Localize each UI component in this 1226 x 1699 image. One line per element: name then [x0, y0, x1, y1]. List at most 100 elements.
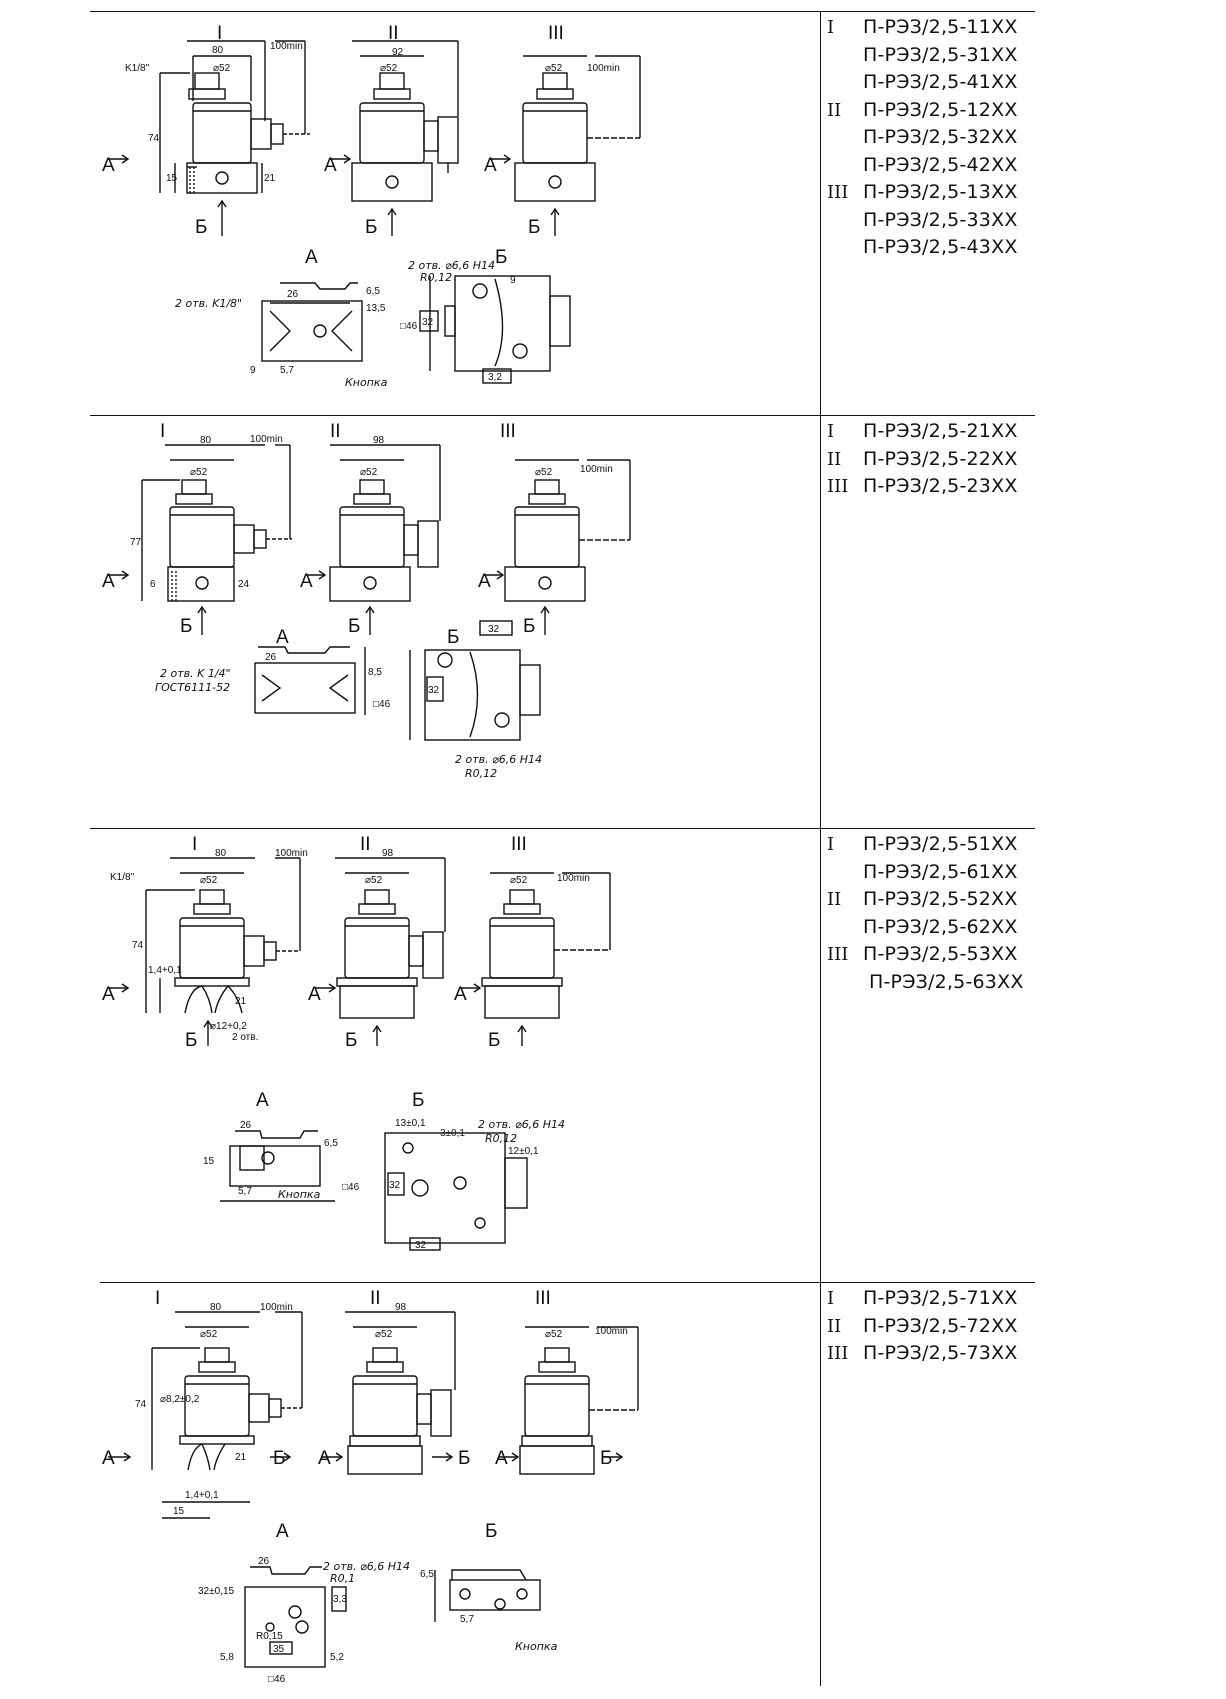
dimension-15: 15 — [173, 1506, 185, 1517]
view-b-arrow-label: Б — [195, 217, 207, 238]
model-row: П-РЭЗ/2,5-41XX — [863, 71, 1018, 93]
detail-a-tolerance: R0,1 — [330, 1572, 355, 1585]
section-3-drawings: I II III 80 100min ⌀52 98 ⌀52 ⌀52 100min… — [90, 828, 820, 1282]
dimension-100min-iii: 100min — [557, 873, 590, 884]
model-row: П-РЭЗ/2,5-32XX — [863, 126, 1018, 148]
detail-b-hole-note: 2 отв. ⌀6,6 H14 — [408, 259, 495, 272]
detail-b-dim-32: 32 — [488, 624, 500, 635]
variant-ii-drawing — [315, 857, 446, 1046]
detail-a-dim-33: 3,3 — [333, 1594, 347, 1605]
variant-ii-drawing — [305, 444, 441, 635]
group-label-iii: III — [548, 23, 564, 44]
dimension-diameter-iii: ⌀52 — [545, 63, 563, 74]
detail-a-dim-35: 35 — [273, 1644, 285, 1655]
detail-b-dim-32: 32 — [389, 1180, 401, 1191]
detail-a-title: А — [276, 627, 289, 648]
model-row: П-РЭЗ/2,5-62XX — [863, 915, 1018, 938]
detail-a-dim-9: 9 — [250, 365, 256, 376]
detail-b-drawing — [419, 275, 571, 384]
dimension-100min-iii: 100min — [595, 1326, 628, 1337]
height-21: 21 — [235, 1452, 247, 1463]
section-divider-2 — [90, 828, 1035, 829]
section-4-drawings: I II III 80 100min ⌀52 98 ⌀52 ⌀52 100min… — [90, 1282, 820, 1692]
detail-a-dim-46: □46 — [268, 1674, 286, 1685]
detail-b-hole-note: 2 отв. ⌀6,6 H14 — [478, 1118, 565, 1131]
dimension-100min-iii: 100min — [587, 63, 620, 74]
view-b-arrow-label-iii: Б — [488, 1030, 500, 1051]
thread-label: K1/8" — [110, 872, 135, 883]
height-14: 1,4+0,1 — [148, 965, 182, 976]
detail-b-drawing — [409, 620, 541, 741]
dimension-bore: ⌀12+0,2 — [210, 1021, 247, 1032]
view-b-arrow-label-ii: Б — [348, 616, 360, 637]
detail-a-drawing — [261, 282, 363, 362]
detail-b-button-label: Кнопка — [515, 1640, 558, 1653]
height-21: 21 — [235, 996, 247, 1007]
view-a-arrow-label: А — [102, 155, 115, 176]
dimension-100min-iii: 100min — [580, 464, 613, 475]
group-label-ii: II — [330, 421, 341, 442]
variant-iii-drawing — [498, 1326, 639, 1475]
dimension-diameter: ⌀52 — [200, 875, 218, 886]
height-77: 77 — [130, 537, 142, 548]
dimension-100min: 100min — [250, 434, 283, 445]
model-row: П-РЭЗ/2,5-61XX — [863, 860, 1018, 883]
variant-ii-drawing — [330, 40, 459, 236]
view-b-arrow-label-ii: Б — [365, 217, 377, 238]
view-a-arrow-label-ii: А — [324, 155, 337, 176]
dimension-width-ii: 92 — [392, 47, 404, 58]
view-a-arrow-label-ii: А — [300, 571, 313, 592]
view-a-arrow-label-iii: А — [495, 1448, 508, 1469]
dimension-diameter-ii: ⌀52 — [360, 467, 378, 478]
group-label-i: I — [192, 834, 197, 855]
variant-iii-drawing — [483, 459, 631, 635]
column-divider — [820, 11, 821, 1686]
height-21: 21 — [264, 173, 276, 184]
valve-drawing-set-1: I II III 80 100min ⌀52 92 ⌀52 ⌀52 100min… — [102, 23, 641, 389]
detail-b-dim-32b: 3,2 — [488, 372, 502, 383]
detail-a-dim-32: 32±0,15 — [198, 1586, 235, 1597]
model-row: П-РЭЗ/2,5-31XX — [863, 43, 1018, 66]
detail-a-hole-note: 2 отв. K1/8" — [175, 297, 242, 310]
view-b-arrow-label: Б — [273, 1448, 285, 1469]
detail-a-dim-26: 26 — [265, 652, 277, 663]
detail-b-tolerance: R0,12 — [420, 271, 452, 284]
dimension-80: 80 — [210, 1302, 222, 1313]
detail-a-dim-65: 6,5 — [324, 1138, 338, 1149]
detail-a-dim-015: R0,15 — [256, 1631, 283, 1642]
detail-a-title: А — [276, 1521, 289, 1542]
variant-i-drawing — [108, 857, 301, 1046]
section-1-drawings: I II III 80 100min ⌀52 92 ⌀52 ⌀52 100min… — [90, 11, 820, 415]
dimension-80: 80 — [200, 435, 212, 446]
model-row: П-РЭЗ/2,5-42XX — [863, 153, 1018, 176]
view-a-arrow-label: А — [102, 984, 115, 1005]
detail-b-dim-13: 13±0,1 — [395, 1118, 426, 1129]
detail-a-button-label: Кнопка — [345, 376, 388, 389]
group-label-iii: III — [511, 834, 527, 855]
detail-a-hole-note: 2 отв. ⌀6,6 H14 — [323, 1560, 410, 1573]
detail-a-dim-15: 15 — [203, 1156, 215, 1167]
view-a-arrow-label-ii: А — [318, 1448, 331, 1469]
view-a-arrow-label: А — [102, 1448, 115, 1469]
detail-b-dim-9: 9 — [510, 275, 516, 286]
height-15: 15 — [166, 173, 178, 184]
section-divider-3 — [100, 1282, 1035, 1283]
group-label-i: I — [217, 23, 222, 44]
detail-b-dim-57: 5,7 — [460, 1614, 474, 1625]
height-74: 74 — [148, 133, 160, 144]
variant-i-drawing — [108, 1311, 303, 1519]
section-divider-top — [90, 11, 1035, 12]
group-label-i: I — [155, 1288, 160, 1309]
detail-a-dim-26: 26 — [240, 1120, 252, 1131]
view-a-arrow-label-iii: А — [454, 984, 467, 1005]
